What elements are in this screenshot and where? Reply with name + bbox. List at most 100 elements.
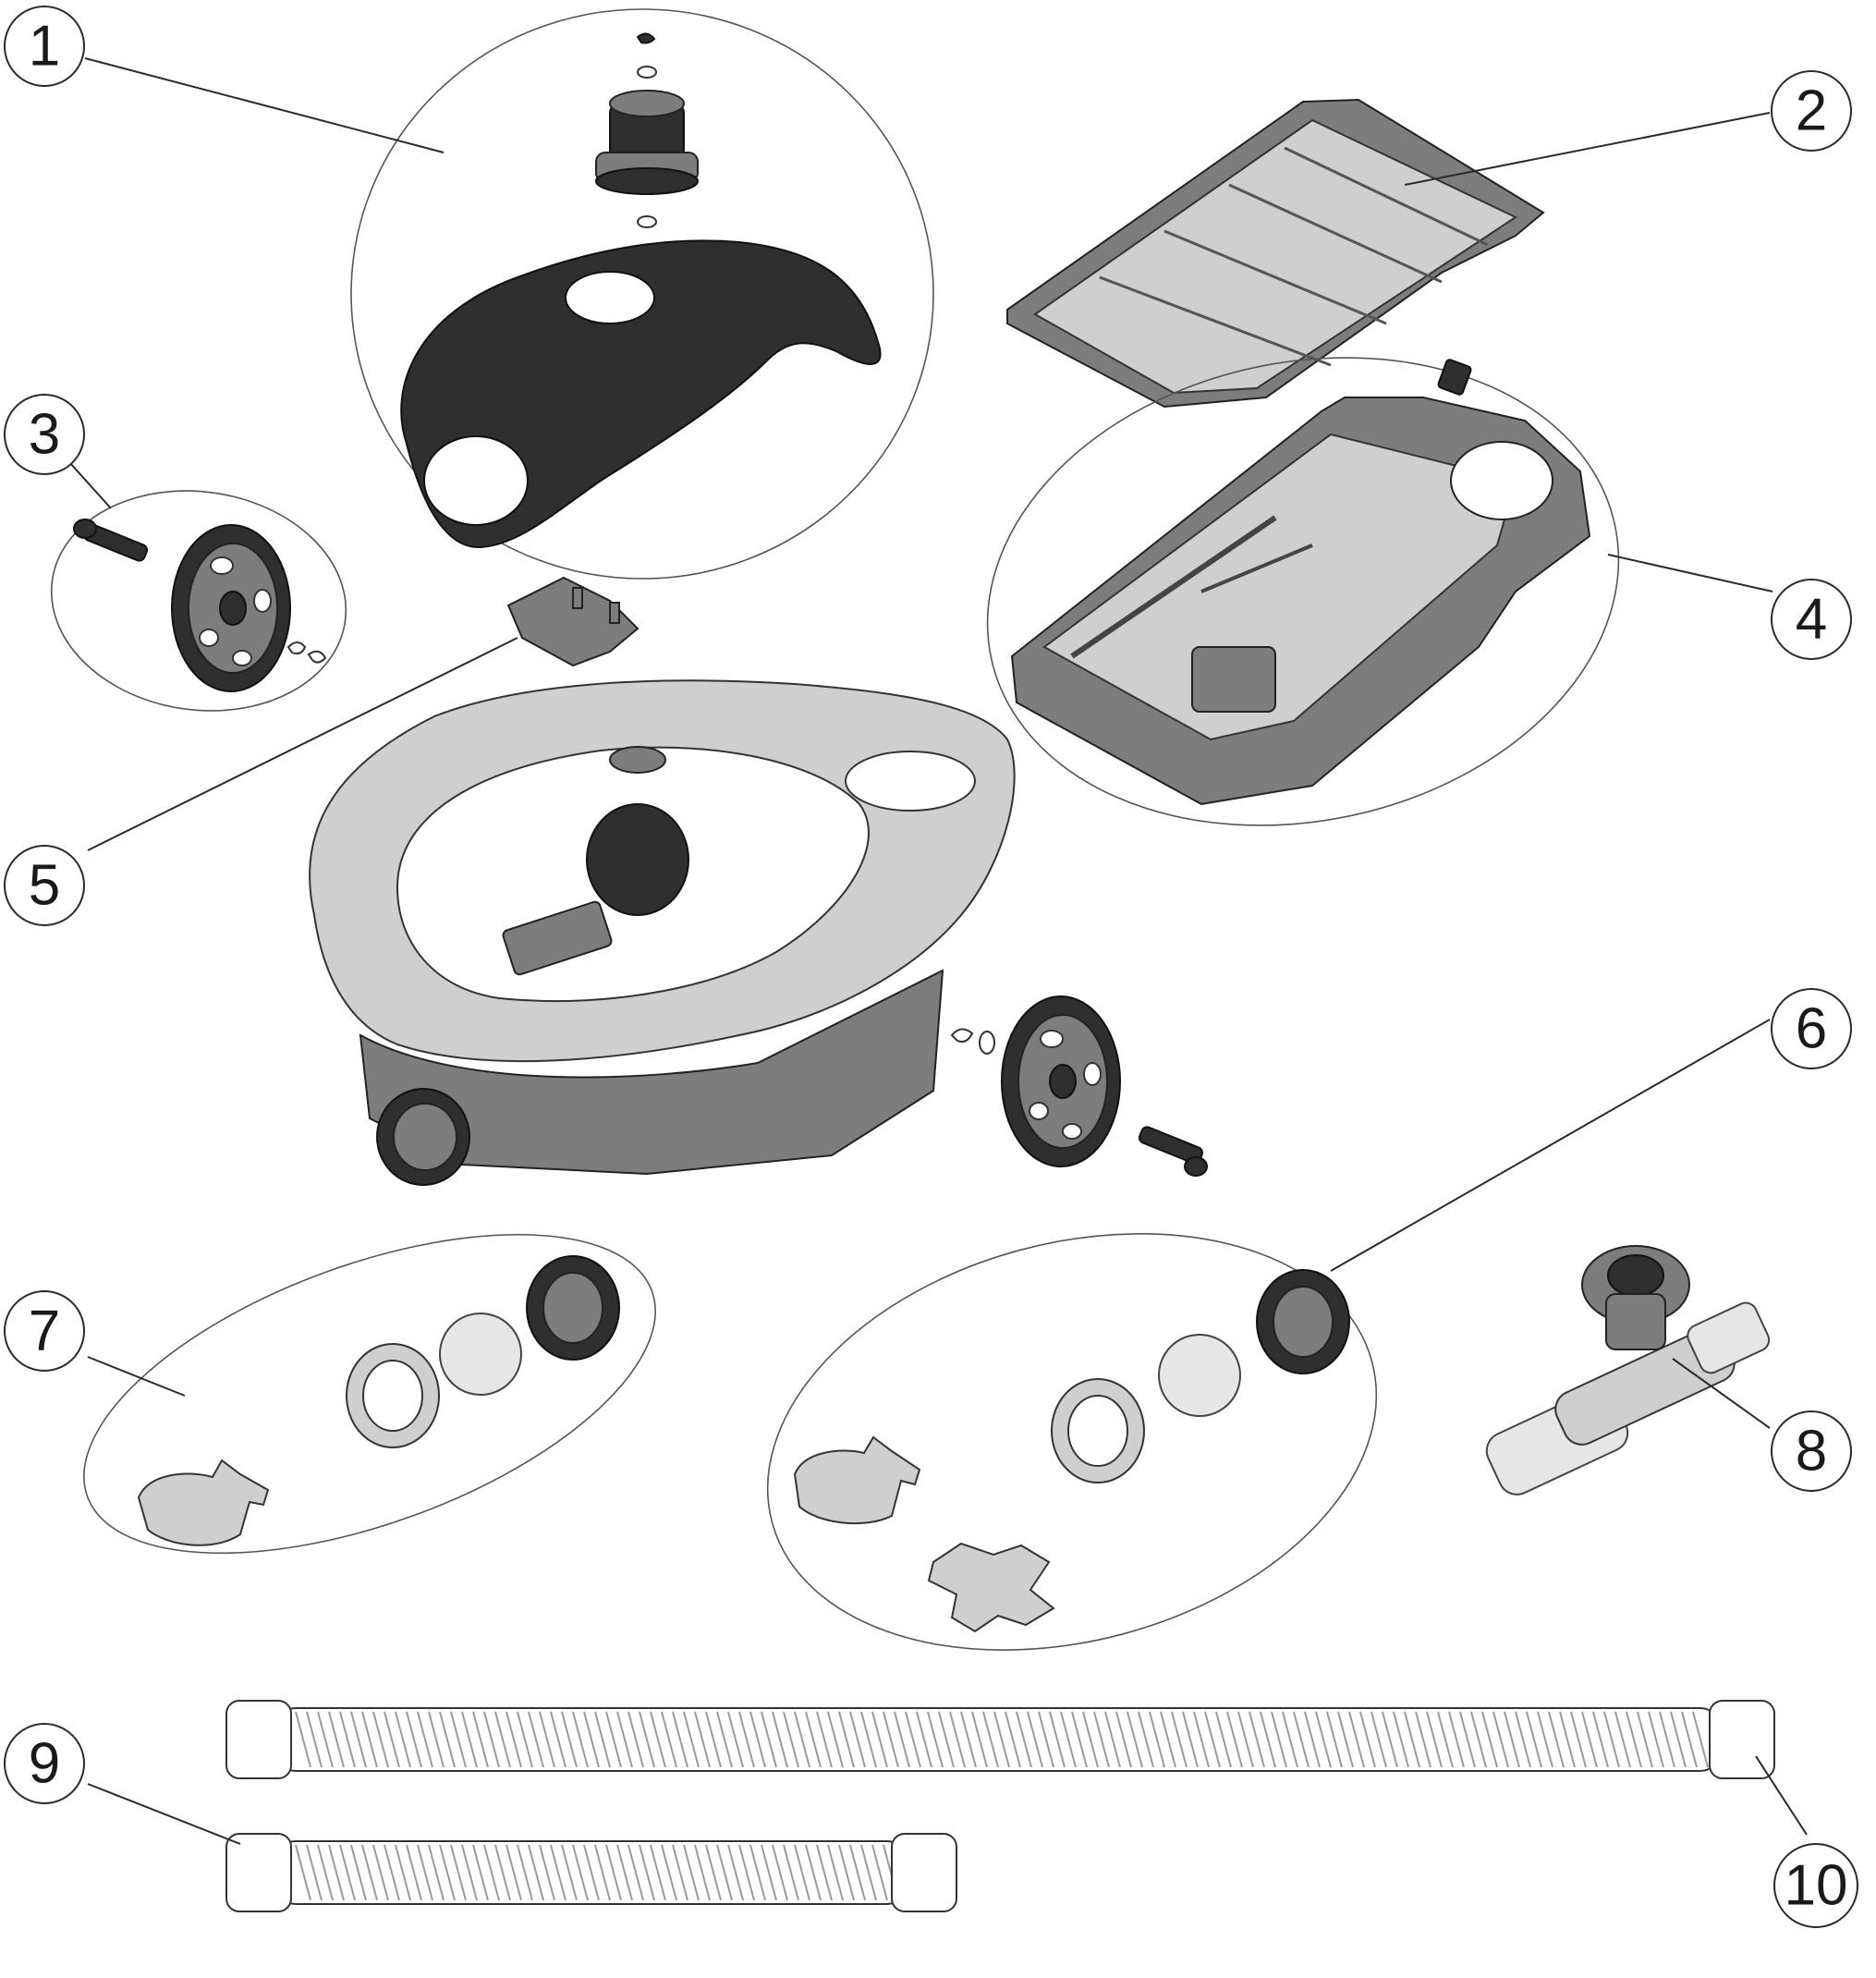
hose-rib	[1193, 1711, 1210, 1768]
part-group-1-top-cover	[350, 8, 934, 580]
hose-end-left	[225, 1700, 292, 1779]
hose-rib	[1115, 1711, 1132, 1768]
hose-end-right	[891, 1833, 957, 1912]
leader-1	[84, 57, 445, 153]
hose-rib	[1337, 1711, 1354, 1768]
hose-rib	[761, 1844, 777, 1901]
hose-rib	[372, 1844, 389, 1901]
hose-rib	[694, 1711, 711, 1768]
hose-rib	[339, 1844, 356, 1901]
clip	[950, 1028, 974, 1043]
hose-rib	[328, 1844, 345, 1901]
hose-rib	[461, 1711, 478, 1768]
hose-rib	[639, 1844, 655, 1901]
hose-rib	[1182, 1711, 1199, 1768]
callout-5: 5	[4, 845, 85, 926]
hose-rib	[395, 1711, 411, 1768]
swivel-assembly	[595, 90, 699, 195]
callout-8: 8	[1771, 1410, 1852, 1492]
handle-opening	[845, 751, 976, 812]
hose-rib	[428, 1711, 445, 1768]
hose-rib	[1005, 1711, 1021, 1768]
hose-rib	[1149, 1711, 1165, 1768]
hose-rib	[472, 1844, 489, 1901]
callout-label: 8	[1796, 1420, 1827, 1484]
wheel	[1001, 995, 1121, 1167]
hose-rib	[528, 1844, 544, 1901]
hose-rib	[1293, 1711, 1310, 1768]
flap-plate	[506, 576, 640, 667]
leader-3	[68, 461, 112, 509]
hose-rib	[639, 1711, 655, 1768]
hose-rib	[960, 1711, 977, 1768]
leader-5	[87, 637, 518, 851]
hose-rib	[716, 1844, 733, 1901]
callout-7: 7	[4, 1290, 85, 1372]
part-10-long-hose	[225, 1700, 1775, 1779]
hose-rib	[683, 1844, 700, 1901]
hose-rib	[1249, 1711, 1265, 1768]
hose-rib	[494, 1844, 511, 1901]
hose-rib	[1138, 1711, 1154, 1768]
hose-rib	[1160, 1711, 1176, 1768]
hose-rib	[694, 1844, 711, 1901]
washer	[637, 66, 657, 79]
hose-rib	[827, 1844, 844, 1901]
hose-rib	[916, 1711, 932, 1768]
hose-rib	[1470, 1711, 1487, 1768]
hose-cuff	[526, 1255, 620, 1361]
hose-rib	[583, 1844, 600, 1901]
hose-rib	[472, 1711, 489, 1768]
hose-rib	[1637, 1711, 1653, 1768]
hose-rib	[295, 1711, 311, 1768]
hose-rib	[1426, 1711, 1443, 1768]
hose-rib	[627, 1711, 644, 1768]
callout-label: 3	[29, 403, 60, 467]
hose-rib	[783, 1711, 799, 1768]
hose-rib	[572, 1844, 589, 1901]
hose-rib	[439, 1711, 456, 1768]
leader-7	[87, 1356, 186, 1397]
hose-rib	[339, 1711, 356, 1768]
deflector-clip	[793, 1435, 921, 1525]
leader-10	[1755, 1755, 1808, 1836]
group-outline-3	[50, 490, 347, 712]
hose-rib	[306, 1711, 323, 1768]
tray-floor	[1033, 118, 1518, 395]
hose-rib	[361, 1844, 378, 1901]
hose-rib	[1038, 1711, 1054, 1768]
clip	[286, 641, 307, 655]
hose-rib	[738, 1711, 755, 1768]
hose-rib	[949, 1711, 966, 1768]
hose-rib	[1104, 1711, 1121, 1768]
part-group-7-fittings	[83, 1233, 656, 1555]
hose-rib	[860, 1844, 877, 1901]
group-outline-6	[766, 1233, 1378, 1651]
part-2-tray	[1006, 98, 1545, 409]
hose-rib	[450, 1711, 467, 1768]
hose-rib	[805, 1711, 822, 1768]
callout-9: 9	[4, 1723, 85, 1804]
hose-rib	[550, 1711, 566, 1768]
axle-pin	[73, 519, 149, 562]
hose-rib	[827, 1711, 844, 1768]
hose-rib	[993, 1711, 1010, 1768]
hose-rib	[372, 1711, 389, 1768]
hose-rib	[1659, 1711, 1675, 1768]
hose-rib	[483, 1844, 500, 1901]
hose-rib	[1448, 1711, 1465, 1768]
hose-rib	[794, 1711, 810, 1768]
hose-rib	[1459, 1711, 1476, 1768]
hose-end-right	[1709, 1700, 1775, 1779]
hose-rib	[1060, 1711, 1077, 1768]
hose-rib	[594, 1844, 611, 1901]
hose-rib	[1215, 1711, 1232, 1768]
callout-label: 7	[29, 1300, 60, 1363]
leader-8	[1672, 1358, 1771, 1429]
hose-rib	[417, 1844, 433, 1901]
hose-rib	[1359, 1711, 1376, 1768]
cover-hole-top	[565, 271, 655, 324]
hose-rib	[971, 1711, 988, 1768]
hose-rib	[1082, 1711, 1099, 1768]
hose-rib	[1548, 1711, 1565, 1768]
